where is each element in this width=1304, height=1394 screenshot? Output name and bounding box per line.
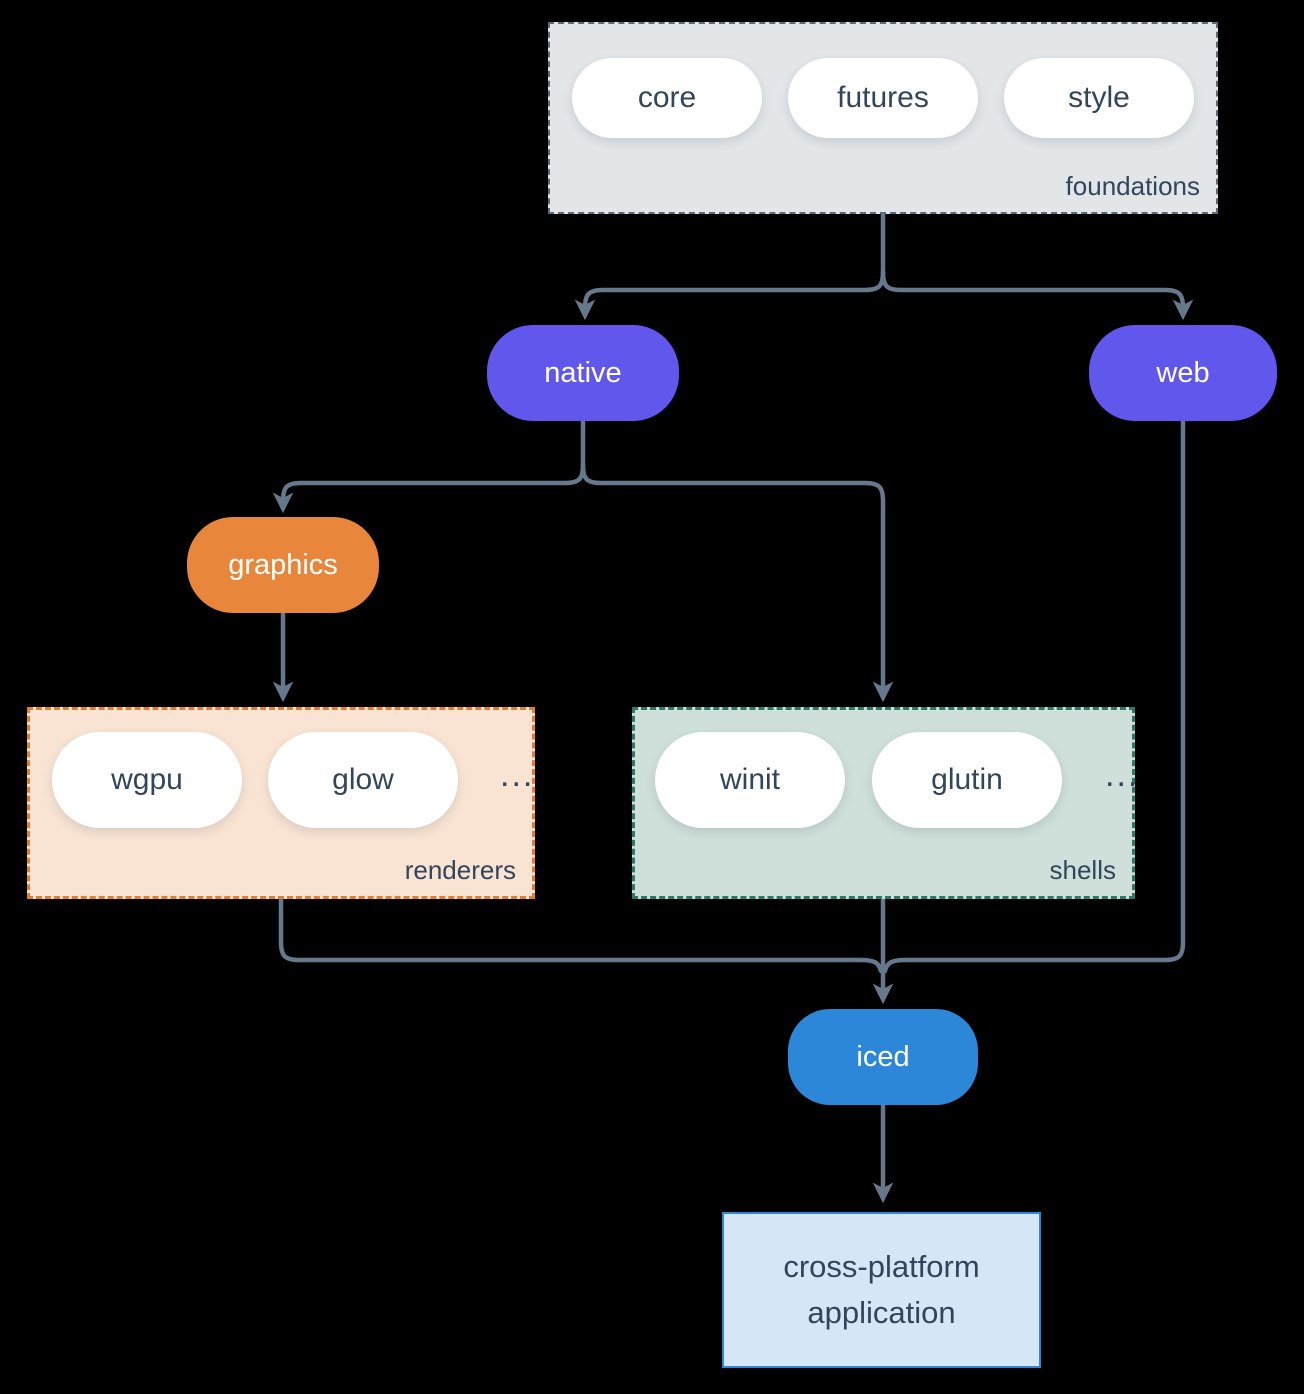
shells-ellipsis: ... bbox=[1105, 755, 1140, 794]
group-shells: winit glutin ... shells bbox=[632, 707, 1137, 899]
node-graphics: graphics bbox=[187, 517, 379, 613]
node-glow: glow bbox=[268, 732, 458, 828]
renderers-label: renderers bbox=[404, 855, 516, 885]
edge-foundations-native bbox=[574, 269, 886, 321]
shells-label: shells bbox=[1049, 855, 1116, 885]
node-glutin: glutin bbox=[872, 732, 1062, 828]
edge-native-graphics bbox=[272, 462, 586, 514]
node-winit: winit bbox=[655, 732, 845, 828]
node-style: style bbox=[1004, 58, 1194, 138]
node-web: web bbox=[1089, 325, 1277, 421]
node-core: core bbox=[572, 58, 762, 138]
edge-renderers-merge bbox=[278, 896, 884, 974]
foundations-pill-row: core futures style bbox=[572, 58, 1194, 138]
node-iced: iced bbox=[788, 1009, 978, 1105]
application-label: cross-platform application bbox=[783, 1248, 980, 1331]
renderers-pill-row: wgpu glow ... bbox=[52, 732, 534, 828]
renderers-ellipsis: ... bbox=[500, 755, 535, 794]
node-futures: futures bbox=[788, 58, 978, 138]
edge-native-shells bbox=[580, 462, 894, 703]
group-renderers: wgpu glow ... renderers bbox=[27, 707, 535, 899]
edge-web-merge bbox=[882, 418, 1186, 974]
shells-pill-row: winit glutin ... bbox=[655, 732, 1139, 828]
edge-foundations-web bbox=[880, 269, 1194, 321]
foundations-label: foundations bbox=[1065, 171, 1200, 201]
node-wgpu: wgpu bbox=[52, 732, 242, 828]
node-cross-platform-application: cross-platform application bbox=[722, 1212, 1041, 1368]
group-foundations: core futures style foundations bbox=[548, 22, 1218, 214]
node-native: native bbox=[487, 325, 679, 421]
